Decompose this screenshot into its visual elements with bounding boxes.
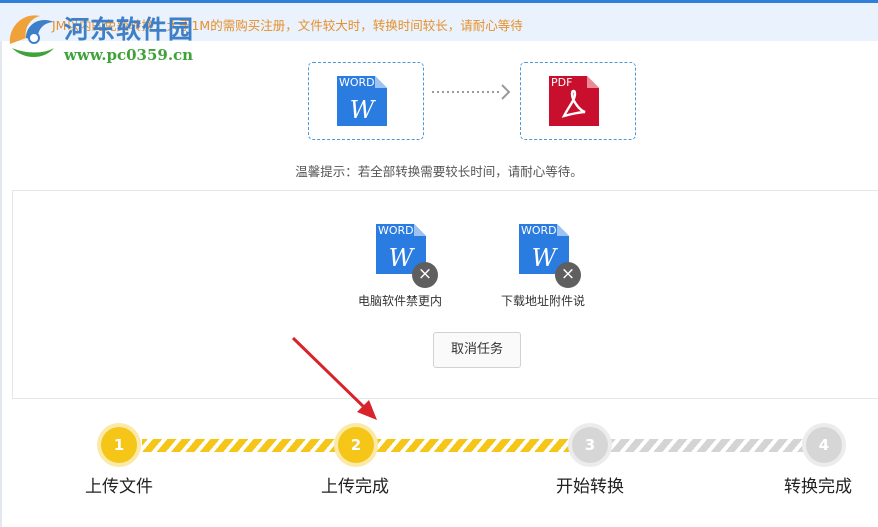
left-edge [0, 41, 2, 527]
annotation-arrow-icon [291, 336, 377, 420]
watermark: 河东软件园 www.pc0359.cn [4, 6, 214, 66]
step-2-label: 上传完成 [321, 477, 389, 497]
watermark-logo-icon [9, 15, 54, 57]
progress-segment-done [142, 439, 338, 452]
cancel-task-button[interactable]: 取消任务 [433, 332, 521, 368]
notice-banner: JM以内的免费转换，大于1M的需购买注册，文件较大时，转换时间较长，请耐心等待 [0, 3, 878, 41]
file-type-label: WORD [378, 224, 414, 237]
file-type-glyph: W [389, 244, 416, 272]
step-4-label: 转换完成 [784, 477, 852, 497]
progress-segment-done [374, 439, 572, 452]
word-doc-icon: WORD W [376, 224, 426, 274]
step-1-label: 上传文件 [85, 477, 153, 497]
target-format-box: PDF [520, 62, 636, 140]
hint-text: 温馨提示：若全部转换需要较长时间，请耐心等待。 [295, 164, 583, 179]
file-type-label: WORD [521, 224, 557, 237]
pdf-doc-icon: PDF [549, 76, 599, 126]
file-name: 下载地址附件说 [500, 294, 585, 308]
word-doc-glyph: W [350, 96, 377, 124]
notice-text: JM以内的免费转换，大于1M的需购买注册，文件较大时，转换时间较长，请耐心等待 [52, 18, 523, 33]
pdf-doc-type-label: PDF [551, 76, 572, 89]
source-format-box: WORD W [308, 62, 424, 140]
watermark-url: www.pc0359.cn [64, 46, 194, 64]
file-type-glyph: W [532, 244, 559, 272]
watermark-title: 河东软件园 [64, 15, 195, 44]
remove-file-button[interactable]: × [555, 262, 581, 288]
top-accent-line [0, 0, 878, 3]
step-1-circle: 1 [101, 427, 137, 463]
progress-segment-pending [608, 439, 806, 452]
step-4-circle: 4 [806, 427, 842, 463]
convert-arrow-icon [432, 84, 511, 100]
word-doc-icon: WORD W [519, 224, 569, 274]
step-3-circle: 3 [572, 427, 608, 463]
word-doc-type-label: WORD [339, 76, 375, 89]
step-3-label: 开始转换 [556, 477, 624, 497]
word-doc-icon: WORD W [337, 76, 387, 126]
file-name: 电脑软件禁更内 [357, 294, 442, 308]
pdf-acrobat-glyph [561, 89, 586, 118]
remove-file-button[interactable]: × [412, 262, 438, 288]
step-2-circle: 2 [338, 427, 374, 463]
